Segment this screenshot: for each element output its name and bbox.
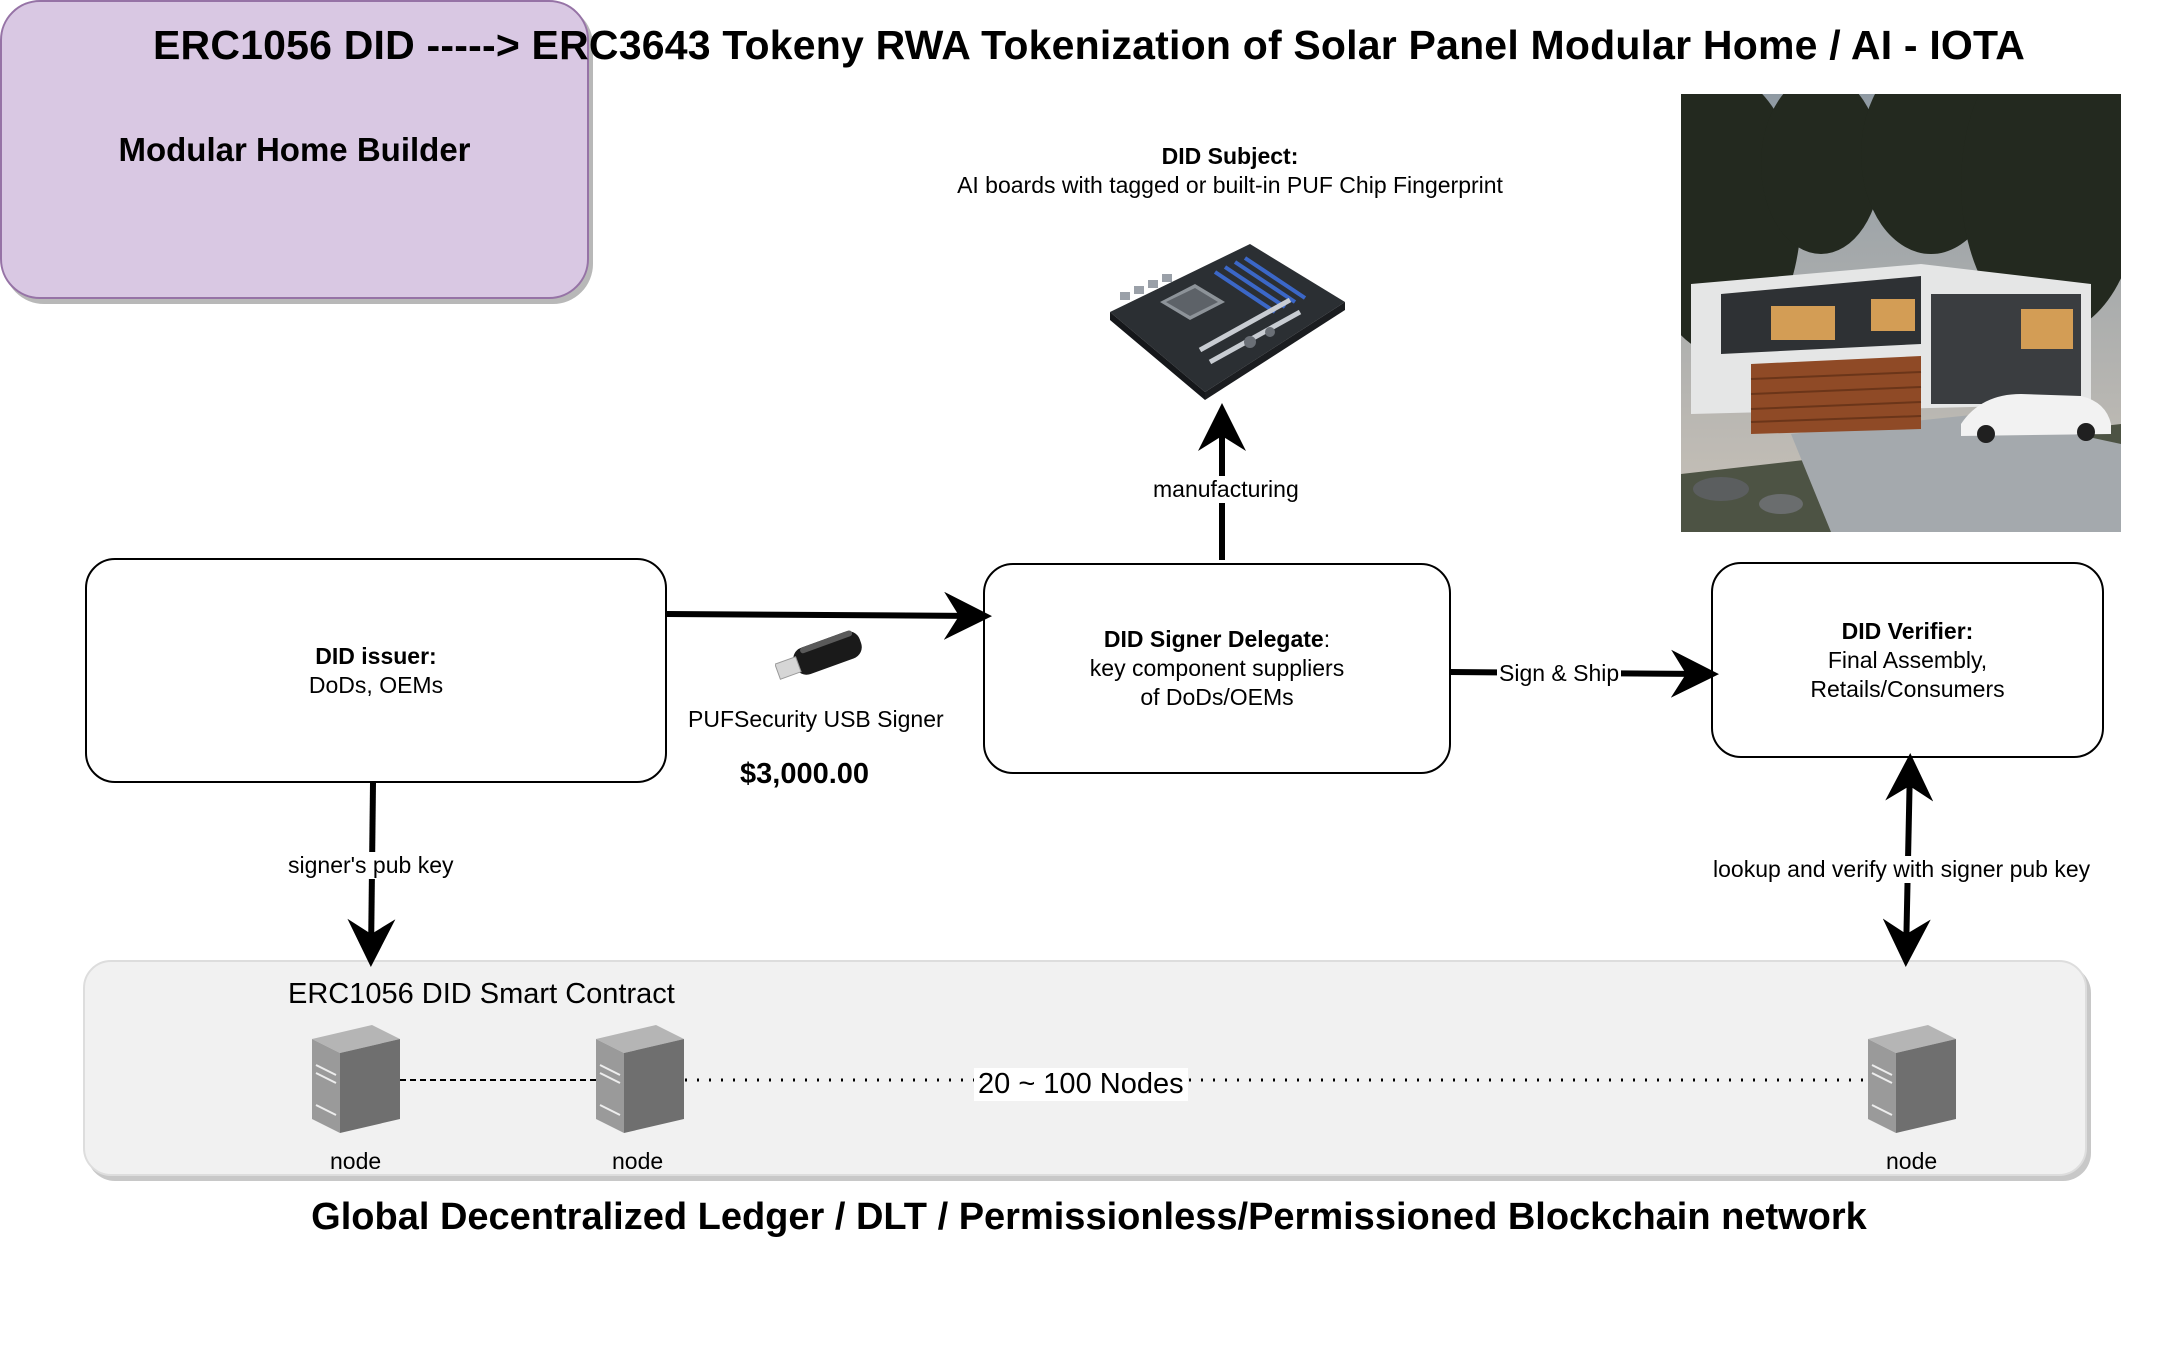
node-label: node [330, 1148, 382, 1174]
subject-text: AI boards with tagged or built-in PUF Ch… [957, 172, 1503, 198]
usb-label: PUFSecurity USB Signer [688, 706, 944, 732]
delegate-line1: key component suppliers [1089, 655, 1345, 681]
signer-pub-key-label: signer's pub key [286, 852, 456, 879]
subject-heading: DID Subject: [1161, 143, 1299, 169]
server-node-icon [1868, 1025, 1956, 1133]
node-label: node [612, 1148, 664, 1174]
diagram-title: ERC1056 DID -----> ERC3643 Tokeny RWA To… [152, 22, 2026, 68]
modular-home-builder-box: Modular Home Builder [0, 0, 589, 299]
delegate-heading: DID Signer Delegate [1103, 626, 1324, 652]
sign-ship-label: Sign & Ship [1497, 660, 1622, 687]
solar-modular-home-image [1681, 94, 2121, 532]
nodes-count-label: 20 ~ 100 Nodes [974, 1068, 1188, 1101]
verifier-heading: DID Verifier: [1841, 617, 1974, 644]
delegate-colon: : [1323, 626, 1331, 652]
usb-price: $3,000.00 [740, 758, 870, 790]
issuer-heading: DID issuer: [315, 642, 437, 669]
delegate-line2: of DoDs/OEMs [1140, 684, 1294, 710]
did-signer-delegate-box: DID Signer Delegate: key component suppl… [983, 563, 1451, 774]
server-node-icon [596, 1025, 684, 1133]
issuer-text: DoDs, OEMs [308, 671, 444, 698]
ai-board-image [1110, 244, 1345, 400]
verifier-line2: Retails/Consumers [1810, 675, 2005, 702]
footer-title: Global Decentralized Ledger / DLT / Perm… [311, 1196, 1867, 1238]
did-issuer-box: DID issuer: DoDs, OEMs [85, 558, 667, 783]
server-node-icon [312, 1025, 400, 1133]
smart-contract-label: ERC1056 DID Smart Contract [288, 978, 675, 1010]
builder-label: Modular Home Builder [118, 130, 471, 168]
manufacturing-label: manufacturing [1150, 476, 1302, 503]
verifier-line1: Final Assembly, [1827, 646, 1988, 673]
did-subject-label: DID Subject: AI boards with tagged or bu… [880, 142, 1580, 200]
usb-signer-icon [775, 630, 862, 680]
issuer-to-delegate-arrow [666, 591, 992, 640]
node-label: node [1886, 1148, 1938, 1174]
lookup-verify-label: lookup and verify with signer pub key [1710, 856, 2094, 883]
